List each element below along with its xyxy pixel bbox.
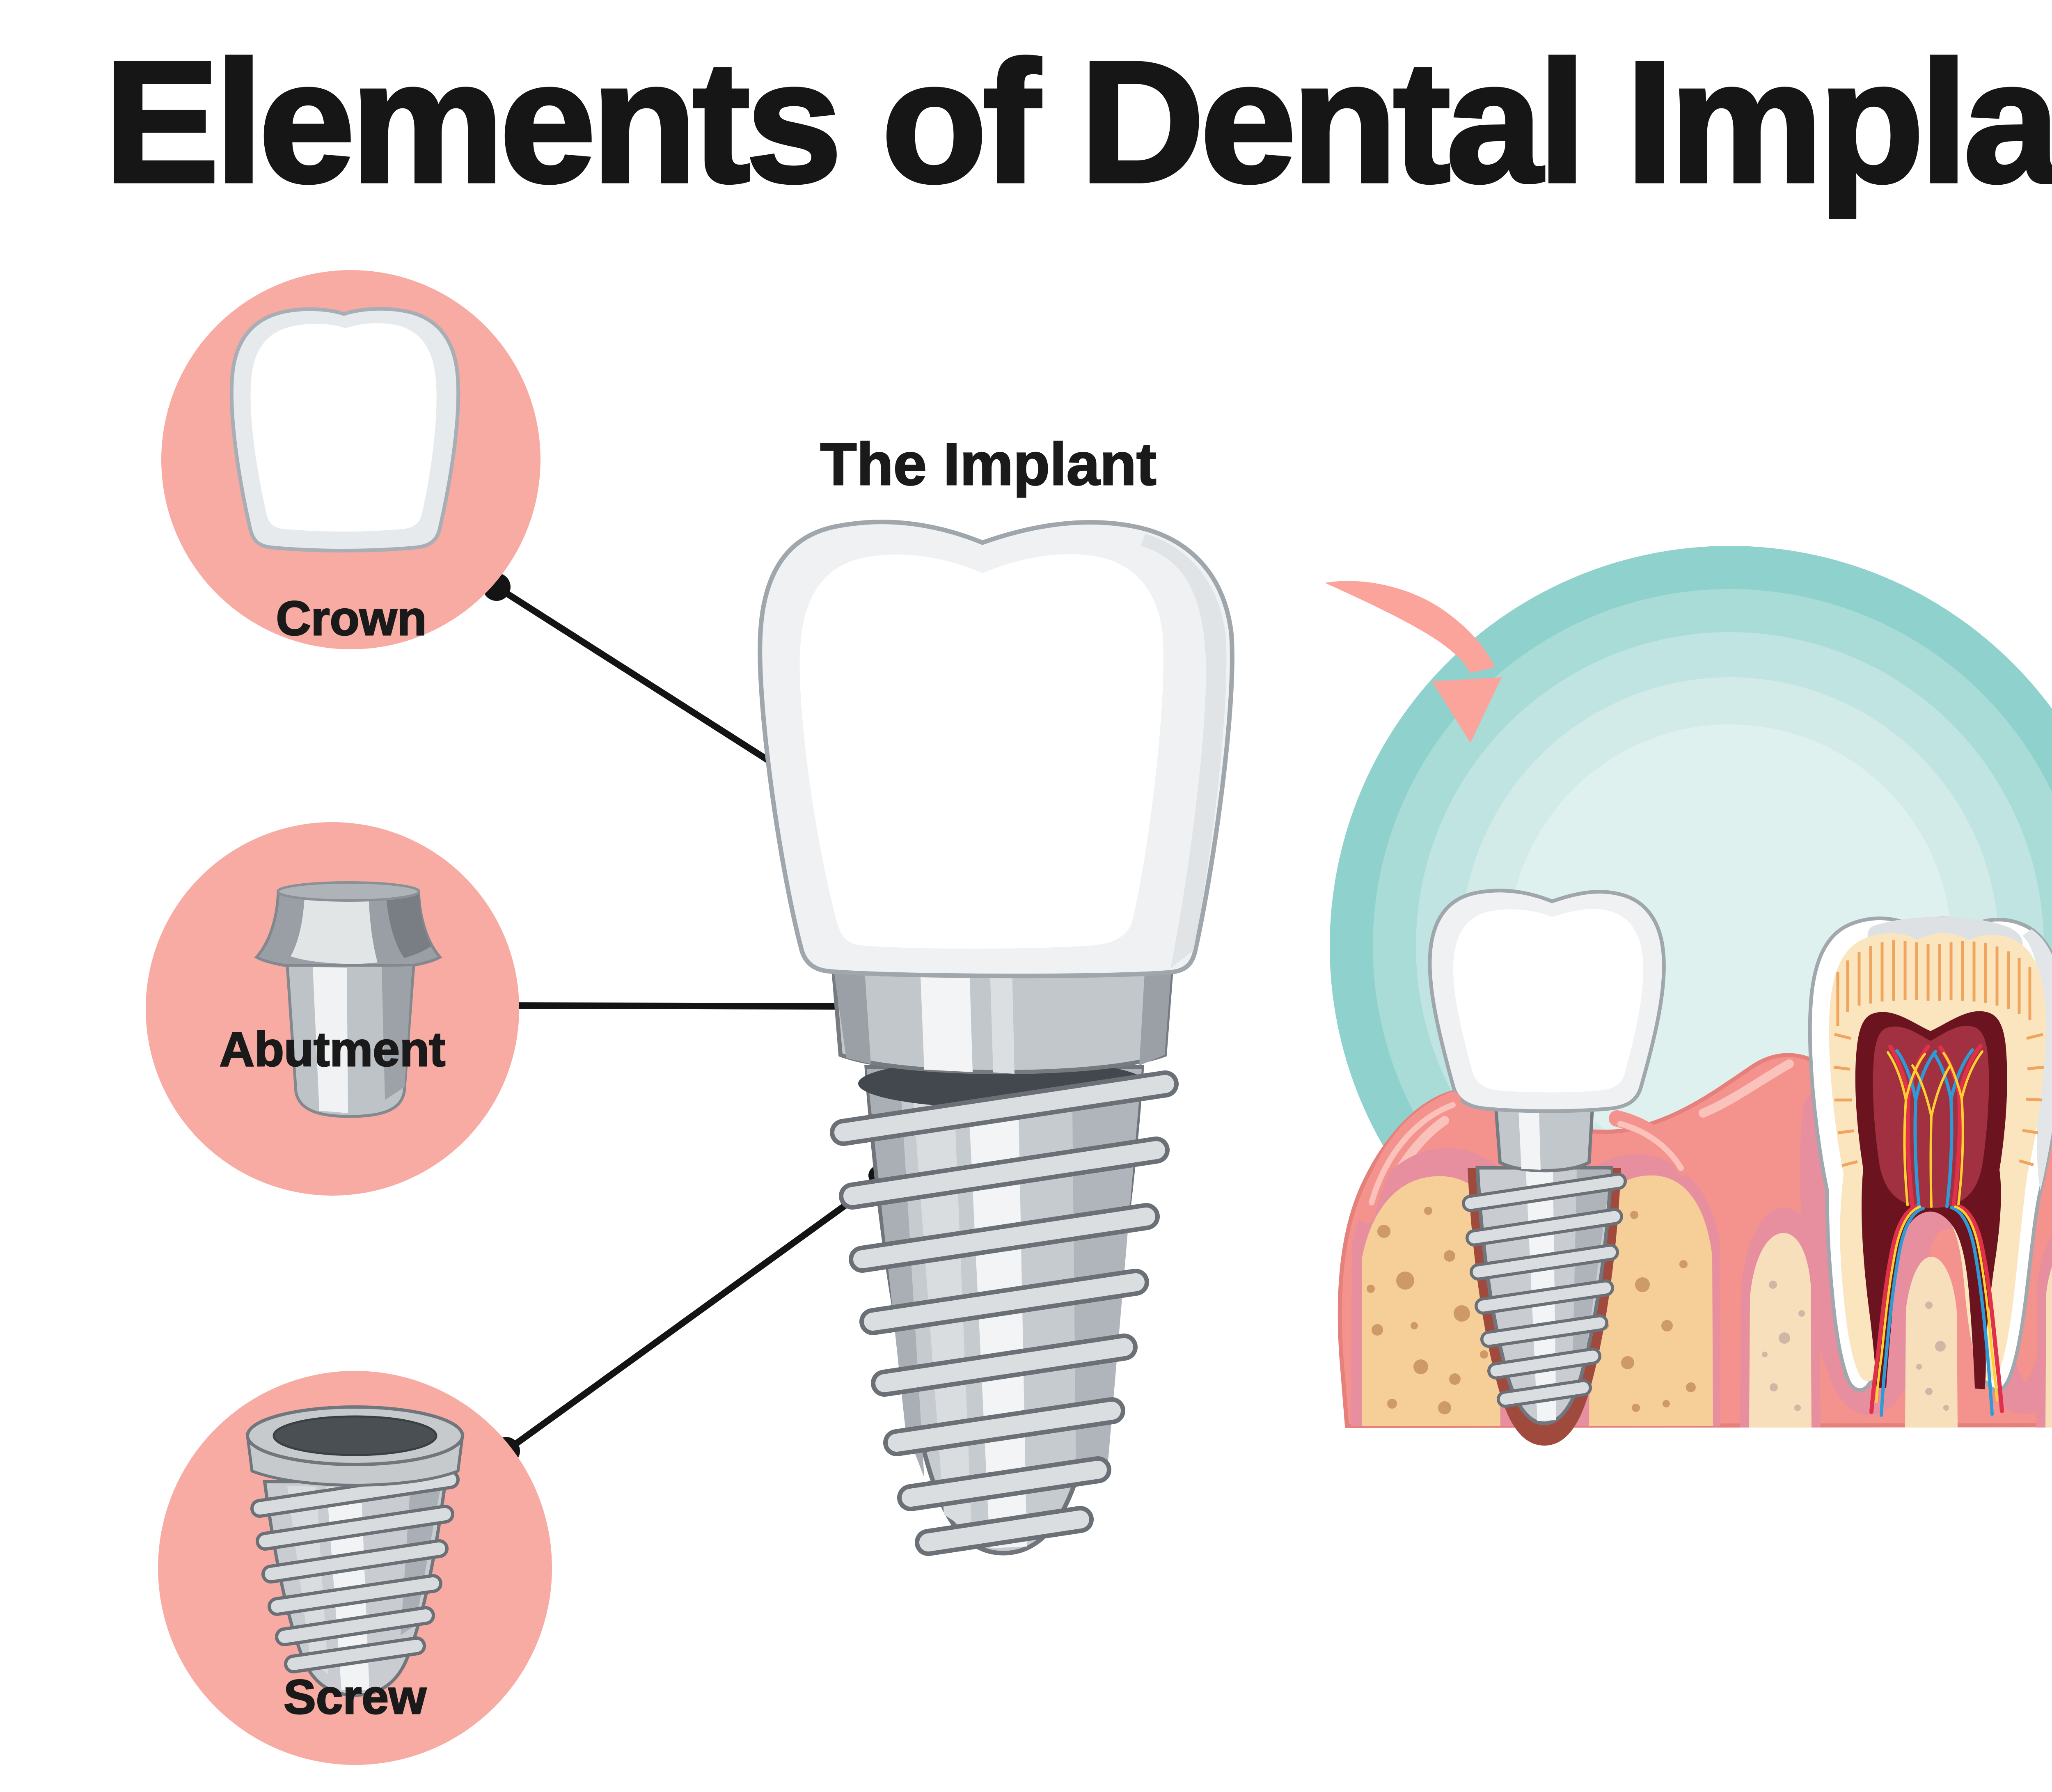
implant-screw-threads: [830, 1070, 1179, 1556]
screw-icon-threads: [250, 1470, 460, 1673]
implant-assembly-illustration: [758, 520, 1234, 1556]
natural-tooth-cross-section: [1808, 916, 2052, 1417]
screw-implant-icon: [245, 1405, 465, 1697]
implant-title: The Implant: [820, 431, 1157, 497]
implant-in-bone: [1428, 889, 1666, 1446]
screw-icon-bore: [273, 1415, 437, 1456]
implant-crown: [758, 520, 1234, 978]
abutment-label: Abutment: [219, 1022, 446, 1077]
screw-legend-circle: [158, 1371, 552, 1765]
curved-arrow-icon: [1325, 581, 1502, 743]
tooth-nerves: [1869, 1044, 2004, 1417]
abutment-top-face: [277, 881, 420, 902]
jaw-cross-section-illustration: [1325, 546, 2052, 1446]
implant-in-bone-crown: [1428, 889, 1666, 1113]
page-title: Elements of Dental Implant: [103, 26, 2052, 218]
screw-connector-line: [492, 1163, 905, 1465]
implant-in-bone-threads: [1462, 1173, 1627, 1408]
crown-label: Crown: [275, 591, 427, 646]
crown-tooth-icon: [229, 307, 460, 552]
screw-label: Screw: [283, 1670, 427, 1724]
abutment-post-icon: [254, 881, 442, 1118]
implant-abutment: [831, 962, 1174, 1074]
tooth-dentin-stripes: [1833, 940, 2044, 1167]
implant-in-bone-collar: [1494, 1107, 1594, 1173]
abutment-legend-circle: [146, 822, 519, 1196]
implant-screw: [830, 1059, 1179, 1556]
crown-legend-circle: [161, 270, 540, 649]
gum-front-ridges: [1358, 1092, 1692, 1223]
